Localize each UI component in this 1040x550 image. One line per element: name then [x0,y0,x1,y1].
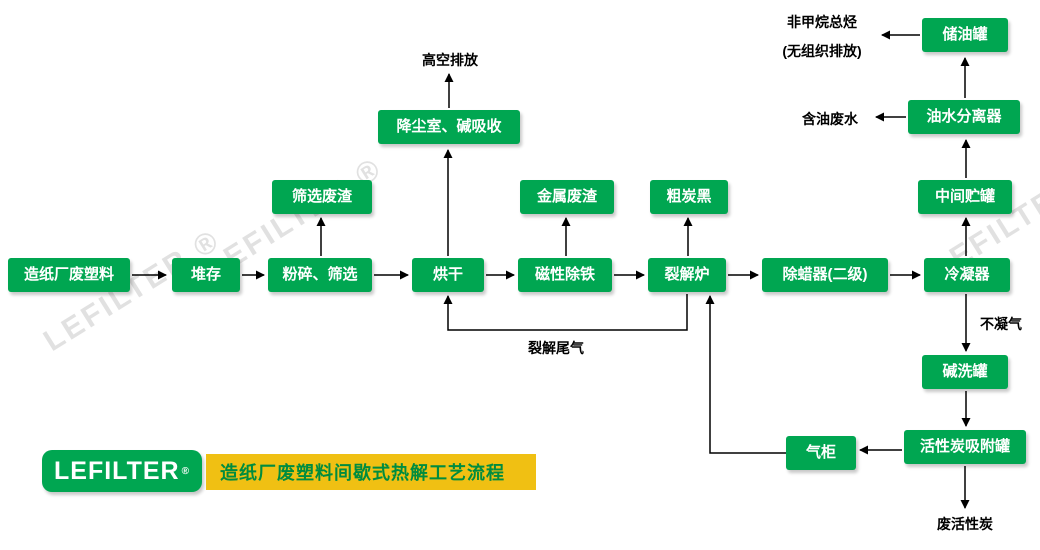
label-waste-activated-carbon: 废活性炭 [937,516,993,532]
node-oil-water-separator: 油水分离器 [908,100,1020,134]
node-condenser: 冷凝器 [924,258,1010,292]
lefilter-logo: LEFILTER® [42,450,202,492]
label-high-altitude-discharge: 高空排放 [422,52,478,68]
label-non-methane: 非甲烷总烃 (无组织排放) [770,12,874,61]
arrow-tail-gas-to-drying [443,294,688,331]
node-oil-storage-tank: 储油罐 [922,18,1008,52]
diagram-title: 造纸厂废塑料间歇式热解工艺流程 [206,454,536,490]
node-pyrolysis-furnace: 裂解炉 [648,258,726,292]
node-metal-residue: 金属废渣 [520,180,614,214]
node-waste-plastic: 造纸厂废塑料 [8,258,130,292]
node-crushing-screening: 粉碎、筛选 [268,258,372,292]
node-activated-carbon-tank: 活性炭吸附罐 [904,430,1026,464]
node-dewaxer: 除蜡器(二级) [762,258,888,292]
node-alkali-washing-tank: 碱洗罐 [922,355,1008,389]
label-pyrolysis-tail-gas: 裂解尾气 [528,340,584,356]
node-gas-cabinet: 气柜 [786,436,856,470]
label-oily-wastewater: 含油废水 [802,111,858,127]
registered-mark: ® [181,465,190,477]
node-stockpile: 堆存 [172,258,240,292]
label-non-methane-line1: 非甲烷总烃 [787,14,857,30]
node-dust-chamber: 降尘室、碱吸收 [378,110,520,144]
logo-text: LEFILTER [54,456,180,485]
label-non-condensable-gas: 不凝气 [980,316,1022,332]
node-carbon-black: 粗炭黑 [650,180,728,214]
arrow-gas-cabinet-to-pyrolysis [705,295,786,454]
node-intermediate-tank: 中间贮罐 [918,180,1012,214]
node-magnetic-separation: 磁性除铁 [518,258,612,292]
node-drying: 烘干 [412,258,484,292]
node-screening-residue: 筛选废渣 [272,180,372,214]
label-non-methane-line2: (无组织排放) [782,43,862,59]
